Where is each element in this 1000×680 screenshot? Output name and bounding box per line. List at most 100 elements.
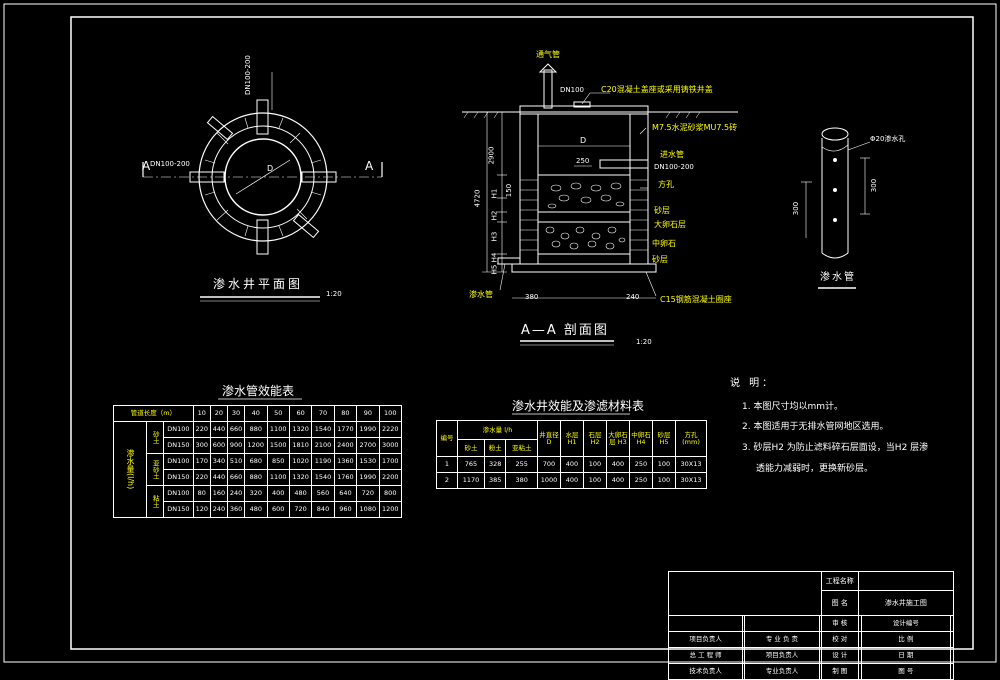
table-cell: 220	[192, 469, 211, 486]
table1-soil: 砂土	[146, 421, 164, 454]
table-cell: 240	[226, 485, 246, 502]
tb-cell: 校 对	[820, 631, 859, 648]
table-row: DN150 120 240 360 480 600 720 840 960 10…	[114, 501, 403, 518]
plan-title: 渗水井平面图	[213, 277, 304, 291]
table-cell: 640	[333, 485, 358, 502]
inner-frame	[70, 16, 974, 650]
section-dim-150: 150	[505, 183, 514, 198]
table-row: 2 1170 385 380 1000 400 100 400 250 100 …	[436, 472, 707, 489]
table-cell: 560	[311, 485, 335, 502]
table-cell: 440	[209, 469, 228, 486]
section-dim-4720: 4720	[473, 189, 482, 208]
table1-soil: 亚砂土	[146, 453, 164, 486]
inlet-dn-label: DN100-200	[654, 163, 694, 171]
table-row: 砂土 粉土 亚粘土	[437, 439, 707, 457]
note-item: 3. 砂层H2 为防止滤料碎石层面设，当H2 层渗	[742, 443, 929, 453]
table-row: 管道长度（m） 10 20 30 40 50 60 70 80 90 100	[113, 405, 403, 422]
section-scale: 1:20	[636, 338, 652, 346]
sand-layer-label: 砂层	[654, 206, 670, 215]
vent-label: 通气管	[536, 50, 560, 59]
table-cell: 80	[192, 485, 211, 502]
table-cell: 480	[244, 501, 268, 518]
table-cell: 1810	[288, 437, 313, 454]
section-h4: H4	[490, 252, 499, 263]
table-cell: 100	[652, 456, 676, 473]
table-cell: 600	[266, 501, 290, 518]
tb-cell	[667, 615, 744, 632]
table-cell: 30	[226, 405, 246, 422]
table-cell: 100	[378, 405, 403, 422]
table2-subheader: 亚粘土	[505, 439, 538, 457]
table-cell: 2100	[311, 437, 335, 454]
vent-dn-label: DN100	[560, 86, 584, 94]
table2-header: 方孔 (mm)	[675, 420, 707, 457]
table-cell: 1200	[244, 437, 268, 454]
table-cell: 1100	[266, 469, 290, 486]
table-row: 粘土 DN100 80 160 240 320 400 480 560 640 …	[114, 485, 403, 518]
drawing-name: 渗水井施工图	[857, 590, 955, 616]
table-row: 审 核 设计编号	[667, 615, 955, 632]
table-cell: 30X13	[675, 456, 707, 473]
section-title: A—A 剖面图	[521, 323, 609, 338]
table2-subheader: 粉土	[483, 439, 507, 457]
table-row: 1 765 328 255 700 400 100 400 250 100 30…	[436, 456, 707, 473]
table-cell: 100	[583, 456, 607, 473]
table-cell: 1320	[288, 421, 313, 438]
title-block-blank	[668, 571, 822, 616]
table2: 编号 渗水量 l/h 井直径 D 水层 H1 石层 H2 大卵石层 H3 中卵石…	[436, 420, 707, 489]
section-h3: H3	[490, 231, 499, 242]
table-cell: 510	[226, 453, 246, 470]
section-h1: H1	[490, 188, 499, 199]
project-name-value	[857, 571, 955, 591]
table-cell: 70	[311, 405, 335, 422]
table-cell: 100	[583, 472, 607, 489]
table-cell: 320	[244, 485, 268, 502]
tb-cell: 总 工 程 师	[667, 647, 744, 664]
section-dim-2900: 2900	[487, 146, 496, 165]
table-cell: 10	[192, 405, 211, 422]
table1-side-label: 渗水量(l/h)	[113, 421, 147, 518]
table-cell: 440	[209, 421, 228, 438]
table-cell: 1990	[356, 469, 380, 486]
table1-dn: DN100	[163, 485, 194, 502]
drawing-canvas	[3, 3, 997, 663]
table-cell: 2200	[378, 469, 403, 486]
table-cell: 1770	[333, 421, 358, 438]
table1-dn: DN150	[163, 437, 194, 454]
table-cell: 880	[244, 469, 268, 486]
large-gravel-label: 大卵石层	[654, 220, 686, 229]
pipe-dim-300a: 300	[870, 178, 879, 193]
table-cell: 700	[537, 456, 561, 473]
table-row: 工程名称	[668, 571, 955, 616]
table-cell: 800	[378, 485, 403, 502]
table-row: 亚砂土 DN100 170 340 510 680 850 1020 1190 …	[114, 453, 403, 486]
table1-dn: DN150	[163, 469, 194, 486]
table2-header: 编号	[436, 420, 458, 457]
table-cell: 1990	[356, 421, 380, 438]
table-cell: 850	[266, 453, 290, 470]
table-cell: 1360	[333, 453, 358, 470]
table2-header: 井直径 D	[537, 420, 561, 457]
table-cell: 400	[606, 456, 630, 473]
table2-title: 渗水井效能及渗滤材料表	[512, 399, 645, 413]
drawing-label: 图 名	[820, 590, 859, 616]
pipe-view	[801, 127, 871, 289]
section-h5: H5	[490, 264, 499, 275]
table2-header: 渗水量 l/h	[457, 420, 538, 440]
table-cell: 160	[209, 485, 228, 502]
plan-scale: 1:20	[326, 290, 342, 298]
table-cell: 1190	[311, 453, 335, 470]
tb-cell: 项目负责人	[667, 631, 744, 648]
table-cell: 1170	[457, 472, 485, 489]
table-cell: 1080	[356, 501, 380, 518]
table-cell: 2700	[356, 437, 380, 454]
table-row: 渗水量(l/h) 砂土 DN100 220 440 660 880 1100 1…	[113, 421, 403, 518]
tb-cell	[949, 647, 955, 664]
table-cell: 1760	[333, 469, 358, 486]
hole-label: 方孔	[658, 180, 674, 189]
wall-label: M7.5水泥砂浆MU7.5砖	[652, 123, 738, 132]
table1-title: 渗水管效能表	[222, 384, 295, 398]
table-cell: 255	[505, 456, 538, 473]
table2-subheader: 砂土	[457, 439, 485, 457]
table-cell: 660	[226, 421, 246, 438]
